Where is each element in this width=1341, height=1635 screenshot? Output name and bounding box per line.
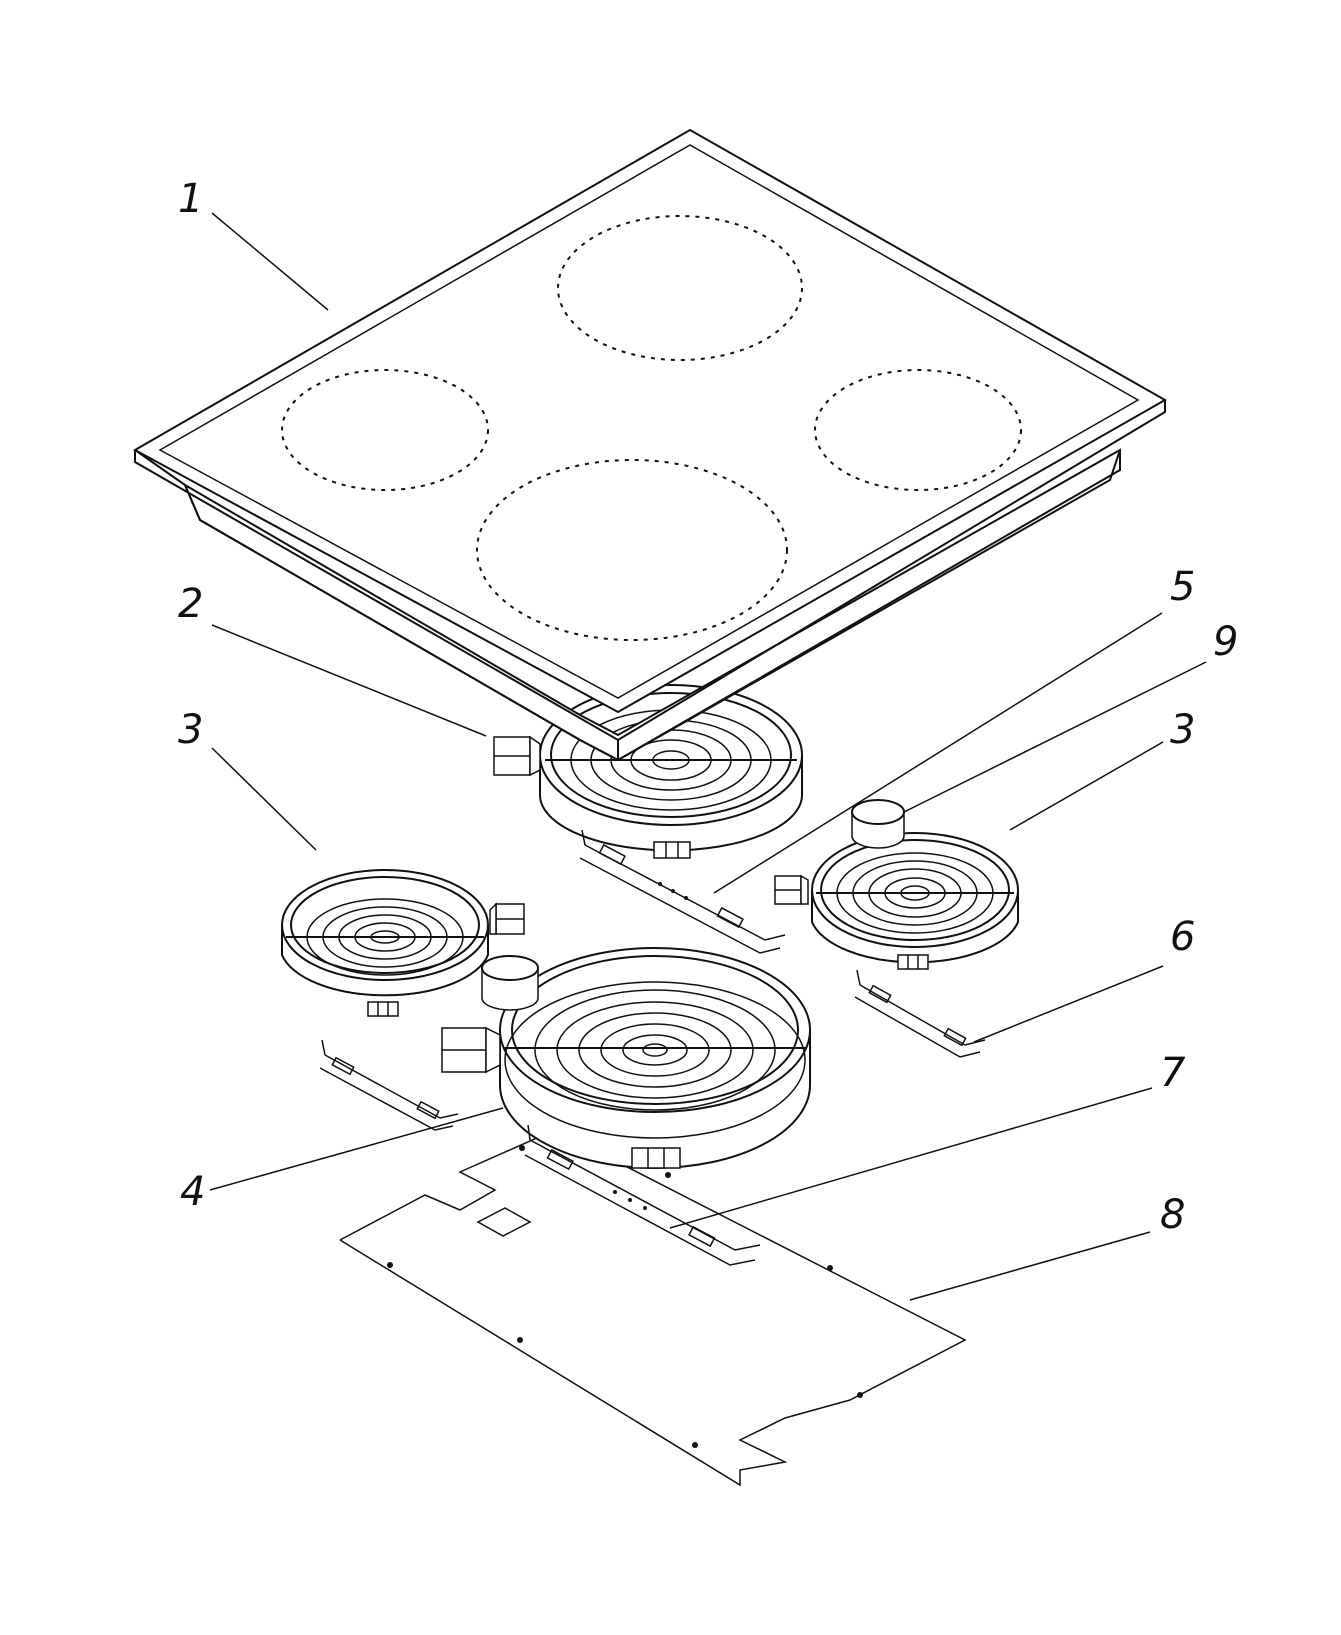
back-burner — [493, 684, 803, 859]
bracket-6 — [854, 969, 986, 1058]
bracket-left — [319, 1039, 459, 1131]
callout-1: 1 — [178, 176, 203, 222]
base-plate — [339, 1129, 967, 1487]
callout-8: 8 — [1160, 1192, 1185, 1238]
callout-2: 2 — [178, 581, 203, 627]
bracket-7 — [524, 1124, 761, 1266]
callout-7: 7 — [1160, 1050, 1186, 1096]
left-small-burner — [281, 869, 525, 1017]
leader-lines — [209, 212, 1207, 1301]
callout-6: 6 — [1170, 914, 1195, 960]
glass-ceramic-top — [132, 128, 1168, 762]
callout-3-left: 3 — [178, 707, 203, 753]
large-burner — [441, 947, 811, 1169]
callout-4: 4 — [180, 1169, 205, 1215]
callout-9: 9 — [1213, 619, 1238, 665]
callout-5: 5 — [1170, 564, 1195, 610]
right-small-burner — [774, 799, 1019, 970]
bracket-5 — [579, 829, 786, 954]
callout-3-right: 3 — [1170, 707, 1195, 753]
